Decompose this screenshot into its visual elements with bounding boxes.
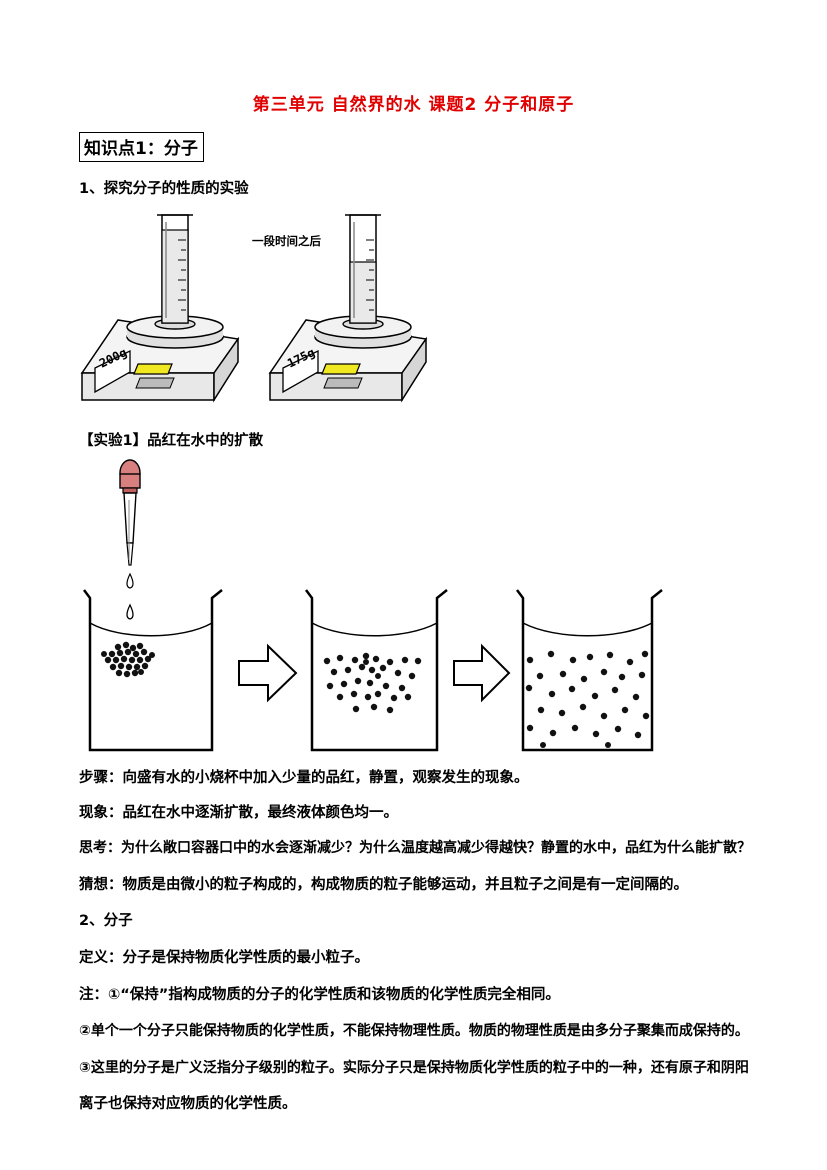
particles-beaker-2	[323, 652, 422, 714]
particles-beaker-3	[525, 650, 650, 748]
page-title: 第三单元 自然界的水 课题2 分子和原子	[252, 95, 575, 115]
note3-paragraph-line2: 离子也保持对应物质的化学性质。	[79, 1096, 297, 1112]
knowledge-point-heading: 知识点1：分子	[79, 132, 204, 162]
arrow-2	[453, 643, 511, 703]
phenomenon-paragraph: 现象：品红在水中逐渐扩散，最终液体颜色均一。	[79, 805, 398, 821]
section1-heading: 1、探究分子的性质的实验	[79, 181, 249, 197]
note2-paragraph: ②单个一个分子只能保持物质的化学性质，不能保持物理性质。物质的物理性质是由多分子…	[79, 1023, 749, 1039]
beaker-3	[516, 589, 663, 752]
dropper	[119, 459, 141, 589]
beaker-2	[305, 589, 448, 752]
think-paragraph: 思考：为什么敞口容器口中的水会逐渐减少？为什么温度越高减少得越快？静置的水中，品…	[79, 840, 751, 856]
particles-beaker-1	[101, 641, 155, 678]
note1-paragraph: 注：①“保持”指构成物质的分子的化学性质和该物质的化学性质完全相同。	[79, 987, 560, 1003]
guess-paragraph: 猜想：物质是由微小的粒子构成的，构成物质的粒子能够运动，并且粒子之间是有一定间隔…	[79, 877, 688, 893]
time-label: 一段时间之后	[252, 234, 321, 248]
section2-heading: 2、分子	[79, 913, 133, 929]
arrow-1	[238, 643, 298, 703]
note3-paragraph-line1: ③这里的分子是广义泛指分子级别的粒子。实际分子只是保持物质化学性质的粒子中的一种…	[79, 1060, 749, 1076]
definition-paragraph: 定义：分子是保持物质化学性质的最小粒子。	[79, 950, 369, 966]
balance-left	[80, 214, 240, 403]
experiment1-heading: 【实验1】品红在水中的扩散	[79, 433, 264, 449]
steps-paragraph: 步骤：向盛有水的小烧杯中加入少量的品红，静置，观察发生的现象。	[79, 770, 529, 786]
balance-left-display: 200g	[97, 345, 130, 371]
beaker-1	[83, 589, 223, 752]
balance-right-display: 175g	[285, 345, 318, 371]
